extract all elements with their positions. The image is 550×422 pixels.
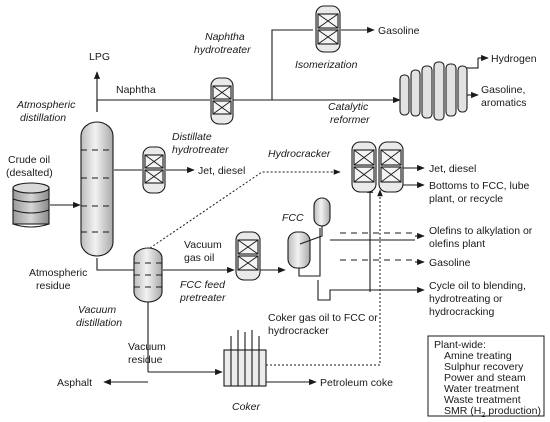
atmospheric-residue-label-2: residue <box>36 280 71 292</box>
vacuum-column <box>133 247 163 303</box>
crude-oil-tank <box>12 182 50 228</box>
catalytic-reformer <box>399 61 468 121</box>
jet-diesel-right-label: Jet, diesel <box>429 163 476 175</box>
distillate-hydrotreater-label-1: Distillate <box>172 131 212 143</box>
cycle-oil-label-3: hydrocracking <box>429 306 495 318</box>
flow-lines <box>50 26 489 386</box>
gasoline-top-label: Gasoline <box>378 25 420 37</box>
naphtha-hydrotreater <box>210 77 234 125</box>
vacuum-to-hydrocracker-line <box>149 169 341 249</box>
atmospheric-distillation-label-1: Atmospheric <box>16 99 76 111</box>
distillate-hydrotreater-label-2: hydrotreater <box>172 144 229 156</box>
vacuum-residue-label-1: Vacuum <box>128 341 166 353</box>
isomerization-label: Isomerization <box>295 59 358 71</box>
plant-wide-item-sulphur: Sulphur recovery <box>444 361 524 373</box>
fcc-unit <box>287 197 331 277</box>
fcc-label: FCC <box>282 212 304 224</box>
gasoline-aromatics-label-1: Gasoline, <box>481 84 525 96</box>
cycle-oil-label-2: hydrotreating or <box>429 293 503 305</box>
plant-wide-item-waste: Waste treatment <box>444 394 521 406</box>
cycle-oil-label-1: Cycle oil to blending, <box>429 280 526 292</box>
atmospheric-column <box>80 121 114 257</box>
plant-wide-item-smr: SMR (H2 production) <box>444 405 541 419</box>
vacuum-gas-oil-label-2: gas oil <box>184 252 214 264</box>
naphtha-label: Naphtha <box>116 84 156 96</box>
fcc-feed-pretreater-label-2: pretreater <box>179 292 226 304</box>
atmospheric-distillation-label-2: distillation <box>20 112 66 124</box>
vacuum-distillation-label-2: distillation <box>76 317 122 329</box>
asphalt-label: Asphalt <box>57 377 92 389</box>
plant-wide-item-water: Water treatment <box>444 383 519 395</box>
petroleum-coke-label: Petroleum coke <box>320 377 393 389</box>
hydrogen-label: Hydrogen <box>491 53 537 65</box>
atmospheric-residue-label-1: Atmospheric <box>29 267 87 279</box>
distillate-hydrotreater <box>142 146 166 194</box>
coker-drums <box>223 330 267 387</box>
hydrogen-riser <box>467 58 479 69</box>
naphtha-hydrotreater-label-1: Naphtha <box>205 31 245 43</box>
lpg-label: LPG <box>89 51 110 63</box>
gasoline-aromatics-label-2: aromatics <box>481 97 527 109</box>
vacuum-residue-label-2: residue <box>128 354 163 366</box>
vacuum-gas-oil-label-1: Vacuum <box>184 239 222 251</box>
coker-gas-oil-label-1: Coker gas oil to FCC or <box>268 312 378 324</box>
olefins-label-2: olefins plant <box>429 238 485 250</box>
fcc-feed-pretreater <box>235 231 261 281</box>
olefins-label-1: Olefins to alkylation or <box>429 225 533 237</box>
plant-wide-box <box>427 335 545 417</box>
crude-oil-label-1: Crude oil <box>8 154 50 166</box>
naphtha-line <box>96 99 210 112</box>
catalytic-reformer-label-1: Catalytic <box>328 101 369 113</box>
bottoms-label-2: plant, or recycle <box>429 193 503 205</box>
naphtha-hydrotreater-label-2: hydrotreater <box>194 44 251 56</box>
vacuum-distillation-label-1: Vacuum <box>78 304 116 316</box>
hydrocracker-reactors <box>351 141 404 193</box>
hydrocracker-label: Hydrocracker <box>268 148 331 160</box>
plant-wide-item-amine: Amine treating <box>444 350 512 362</box>
coker-gas-oil-line <box>266 189 383 366</box>
bottoms-label-1: Bottoms to FCC, lube <box>429 180 530 192</box>
catalytic-reformer-label-2: reformer <box>330 114 370 126</box>
fcc-feed-pretreater-label-1: FCC feed <box>180 279 226 291</box>
gasoline-fcc-label: Gasoline <box>429 257 471 269</box>
cycle-oil-line <box>317 280 425 301</box>
coker-label: Coker <box>232 401 261 413</box>
jet-diesel-left-label: Jet, diesel <box>198 165 245 177</box>
coker-gas-oil-label-2: hydrocracker <box>268 325 329 337</box>
plant-wide-title: Plant-wide: <box>434 339 486 351</box>
isomerization-reactor <box>315 5 341 53</box>
plant-wide-item-power: Power and steam <box>444 372 526 384</box>
atm-residue-line <box>96 258 134 271</box>
crude-oil-label-2: (desalted) <box>6 167 53 179</box>
to-isomerization-line <box>271 29 313 100</box>
